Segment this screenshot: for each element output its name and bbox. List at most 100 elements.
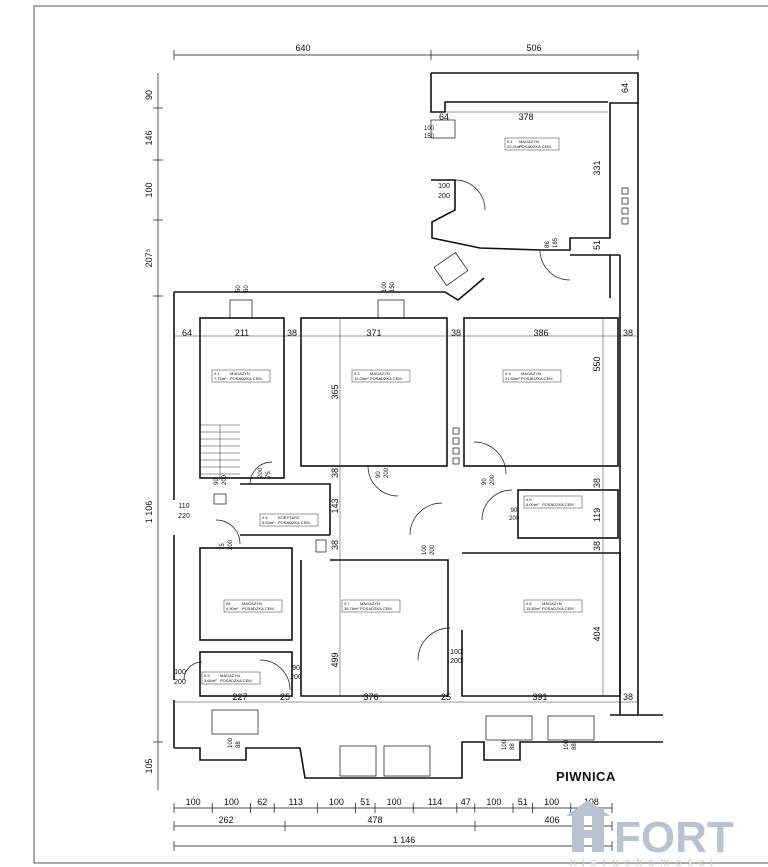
svg-text:POSADZKA CEM.: POSADZKA CEM. [542, 606, 575, 611]
svg-text:13,28m²: 13,28m² [354, 376, 369, 381]
svg-text:0.4: 0.4 [505, 371, 511, 376]
room-label-r9: 0.6 MAGAZYN 15,80m² POSADZKA CEM. [523, 599, 583, 613]
dim-bottom-segment: 113 [289, 797, 303, 807]
dim-119: 119 [592, 508, 602, 522]
svg-text:POSADZKA CEM.: POSADZKA CEM. [519, 144, 552, 149]
svg-text:15,80m²: 15,80m² [526, 606, 541, 611]
svg-text:75: 75 [220, 543, 226, 550]
room-label-r8: 0.7 MAGAZYN 18,76m² POSADZKA CEM. [341, 599, 401, 613]
dim-38-mid1: 38 [330, 468, 340, 478]
room-label-r4: 0.4 MAGAZYN 21,50m² POSADZKA CEM. [502, 369, 562, 383]
dim-bottom-segment: 100 [486, 797, 501, 807]
dim-499: 499 [330, 652, 340, 667]
dim-640: 640 [295, 43, 310, 53]
room-label-r5: 0.5 8,00m² POSADZKA CEM. [523, 495, 583, 509]
svg-text:POSADZKA CEM.: POSADZKA CEM. [542, 502, 575, 507]
svg-text:MAGAZYN: MAGAZYN [370, 371, 390, 376]
svg-text:POSADZKA CEM.: POSADZKA CEM. [230, 376, 263, 381]
svg-text:100: 100 [438, 183, 450, 190]
svg-text:MAGAZYN: MAGAZYN [242, 601, 262, 606]
room-label-r10: 0.9 MAGAZYN 3,66m² POSADZKA CEM. [201, 671, 261, 685]
dim-406: 406 [544, 815, 559, 825]
svg-text:MAGAZYN: MAGAZYN [230, 371, 250, 376]
dim-38-bot: 38 [623, 692, 633, 702]
dim-227: 227 [232, 692, 247, 702]
dim-row-211: 211 [235, 328, 249, 338]
svg-text:200: 200 [490, 474, 496, 485]
svg-text:POSADZKA CEM.: POSADZKA CEM. [360, 606, 393, 611]
svg-text:86: 86 [545, 241, 551, 248]
svg-text:POSADZKA CEM.: POSADZKA CEM. [370, 376, 403, 381]
dim-bottom-segment: 100 [329, 797, 344, 807]
dim-331: 331 [592, 160, 602, 175]
dim-146: 146 [144, 130, 154, 145]
dim-bottom-segment: 100 [186, 797, 201, 807]
svg-text:110: 110 [178, 503, 189, 510]
logo-subtitle: nieruchomości [570, 857, 719, 867]
dim-2075: 207⁵ [144, 248, 154, 267]
svg-text:08: 08 [226, 601, 231, 606]
dim-391: 391 [532, 692, 547, 702]
dim-365: 365 [330, 384, 340, 399]
dim-row-38a: 38 [287, 328, 297, 338]
svg-text:90: 90 [214, 478, 220, 485]
room-label-r6: 0.4 KORYTARZ 8,63m² POSADZKA CEM. [259, 513, 319, 527]
dim-38-r1: 38 [592, 478, 602, 488]
svg-text:200: 200 [509, 516, 520, 522]
svg-text:100: 100 [228, 737, 234, 748]
svg-text:0.1: 0.1 [214, 371, 220, 376]
svg-text:POSADZKA CEM.: POSADZKA CEM. [242, 606, 275, 611]
logo-text: FORT [614, 813, 734, 862]
svg-text:90: 90 [292, 665, 300, 672]
svg-text:100: 100 [450, 649, 462, 656]
dim-506: 506 [526, 43, 541, 53]
svg-text:200: 200 [450, 658, 462, 665]
svg-text:POSADZKA CEM.: POSADZKA CEM. [220, 678, 253, 683]
walls [173, 72, 663, 779]
dim-378: 378 [518, 112, 533, 122]
svg-text:MAGAZYN: MAGAZYN [521, 371, 541, 376]
dim-105: 105 [144, 758, 154, 773]
svg-text:8,63m²: 8,63m² [262, 520, 275, 525]
dim-row-386: 386 [533, 328, 548, 338]
dim-404: 404 [592, 626, 602, 641]
svg-text:7,75m²: 7,75m² [214, 376, 227, 381]
dim-51: 51 [592, 240, 602, 250]
svg-text:4,50m²: 4,50m² [226, 606, 239, 611]
svg-text:200: 200 [228, 539, 234, 550]
dim-1146: 1 146 [393, 835, 416, 845]
dim-38-mid2: 38 [330, 540, 340, 550]
dim-row-38c: 38 [623, 328, 633, 338]
svg-text:88: 88 [236, 741, 242, 748]
svg-text:0.7: 0.7 [344, 601, 350, 606]
svg-text:0.1: 0.1 [507, 139, 513, 144]
drawing-frame [33, 5, 768, 864]
dim-bottom-segment: 51 [360, 797, 370, 807]
svg-text:150: 150 [424, 134, 435, 140]
svg-text:90: 90 [376, 471, 382, 478]
svg-text:3,66m²: 3,66m² [204, 678, 217, 683]
dim-1106: 1 106 [144, 501, 154, 524]
dim-90: 90 [144, 90, 154, 100]
fort-logo: FORT nieruchomości [566, 800, 734, 867]
dim-25a: 25 [280, 692, 290, 702]
svg-text:185: 185 [553, 237, 559, 248]
dim-64-right: 64 [620, 83, 630, 93]
svg-text:50: 50 [236, 285, 242, 292]
room-label-r2: 0.1 MAGAZYN 7,75m² POSADZKA CEM. [211, 369, 271, 383]
dim-262: 262 [218, 815, 233, 825]
dim-25b: 25 [441, 692, 451, 702]
svg-text:POSADZKA CEM.: POSADZKA CEM. [278, 520, 311, 525]
svg-text:KORYTARZ: KORYTARZ [278, 515, 300, 520]
dim-376: 376 [363, 692, 378, 702]
dim-bottom-segment: 47 [461, 797, 471, 807]
svg-text:0.2: 0.2 [354, 371, 360, 376]
svg-text:60: 60 [244, 285, 250, 292]
svg-text:MAGAZYN: MAGAZYN [542, 601, 562, 606]
inner-dimensions: 378 64 331 51 64 64 211 38 371 38 386 38… [174, 83, 638, 750]
svg-text:0.9: 0.9 [204, 673, 210, 678]
left-dimension: 90 146 100 207⁵ 1 106 105 [144, 73, 163, 790]
svg-text:90: 90 [482, 478, 488, 485]
dim-row-371: 371 [366, 328, 381, 338]
